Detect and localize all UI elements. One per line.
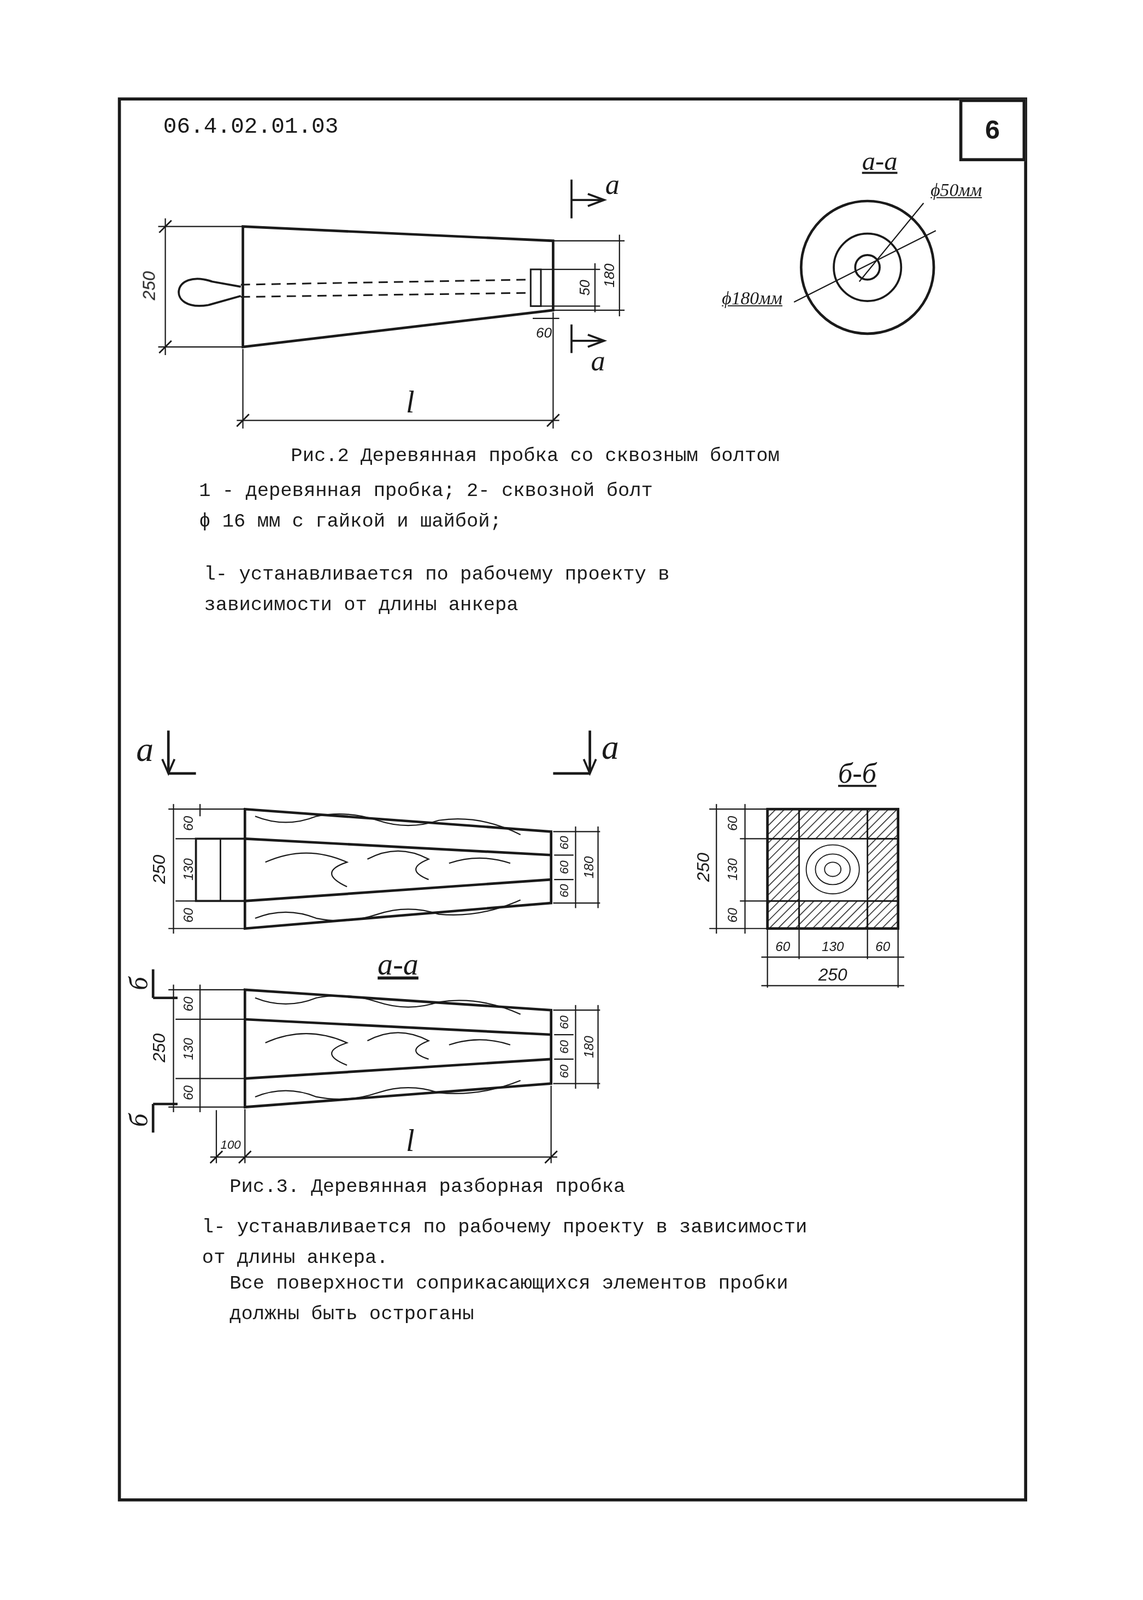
dimension: 250 — [818, 965, 848, 987]
dimension: 250 — [149, 855, 171, 885]
dimension: 60 — [556, 1015, 572, 1030]
dimension: 60 — [180, 816, 197, 832]
dimension: 60 — [775, 939, 791, 956]
dimension: 60 — [180, 1085, 197, 1101]
caption-note: l- устанавливается по рабочему проекту в… — [202, 1212, 815, 1275]
dimension: 250 — [693, 852, 715, 882]
dimension: 180 — [580, 1035, 597, 1059]
section-label: а-а — [377, 946, 419, 983]
figure-caption: Рис.2 Деревянная пробка со сквозным болт… — [290, 444, 780, 469]
plug-with-bolt — [158, 179, 626, 429]
cut-mark: а — [136, 729, 154, 771]
dimension: 60 — [556, 835, 572, 850]
dimension: 60 — [556, 884, 572, 898]
dimension: 250 — [149, 1033, 171, 1063]
cut-mark: а — [605, 167, 620, 203]
dimension: 60 — [180, 908, 197, 923]
split-plug-view — [162, 730, 600, 934]
dimension: 60 — [180, 996, 197, 1012]
dimension: 60 — [556, 1040, 572, 1054]
dimension: 130 — [725, 858, 741, 881]
cut-mark: б — [122, 976, 155, 991]
dimension: 130 — [180, 858, 197, 881]
cut-mark: а — [601, 727, 620, 769]
dimension: 180 — [600, 263, 618, 288]
caption-note: 1 - деревянная пробка; 2- сквозной болт … — [198, 475, 669, 538]
diameter-label: ϕ180мм — [721, 287, 783, 310]
dimension: l — [405, 1122, 415, 1160]
dimension: 180 — [580, 856, 597, 879]
section-label: а-а — [862, 145, 898, 178]
cut-mark: б — [122, 1114, 155, 1128]
caption-note: Все поверхности соприкасающихся элементо… — [229, 1268, 812, 1331]
document-code: 06.4.02.01.03 — [163, 114, 339, 141]
cut-mark: а — [590, 344, 605, 379]
dimension: 130 — [821, 939, 845, 956]
dimension: 60 — [725, 816, 741, 832]
split-plug-section — [152, 969, 600, 1164]
dimension: 60 — [535, 323, 552, 341]
page-number-box: 6 — [959, 98, 1026, 162]
page-number: 6 — [985, 114, 1000, 146]
dimension: 50 — [576, 279, 594, 296]
dimension: 60 — [556, 1064, 572, 1079]
dimension: 130 — [180, 1038, 197, 1061]
dimension: l — [405, 383, 415, 421]
dimension: 60 — [556, 860, 572, 875]
dimension: 60 — [875, 939, 891, 956]
figure-caption: Рис.3. Деревянная разборная пробка — [229, 1175, 626, 1200]
dimension: 100 — [220, 1137, 241, 1153]
section-circle — [793, 201, 936, 334]
caption-note: l- устанавливается по рабочему проекту в… — [204, 559, 685, 622]
dimension: 60 — [725, 908, 741, 923]
page-frame — [119, 98, 1027, 1501]
diameter-label: ϕ50мм — [930, 179, 982, 202]
section-label: б-б — [838, 756, 877, 791]
dimension: 250 — [139, 271, 161, 301]
cross-section — [709, 804, 905, 988]
